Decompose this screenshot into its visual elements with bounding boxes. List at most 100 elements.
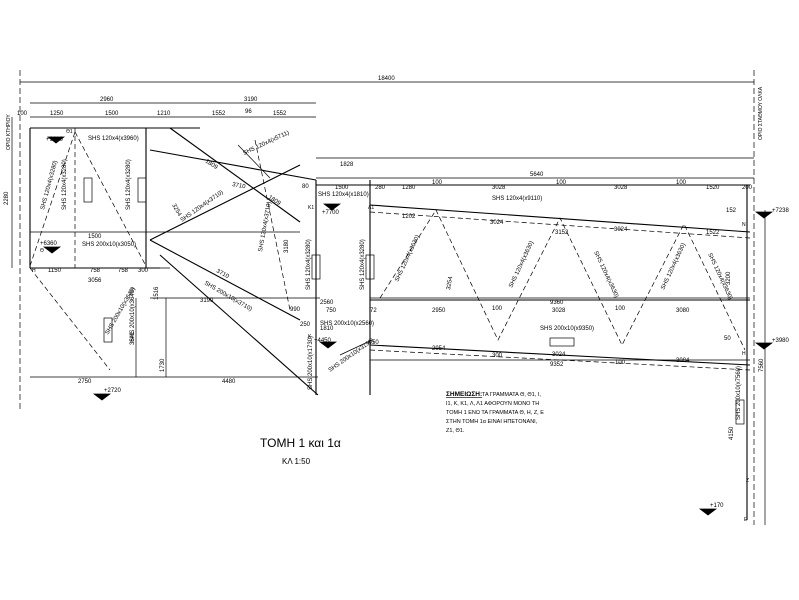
dim-2954: 2954 [432,346,446,352]
dim-1500-a: 1500 [105,111,119,117]
drawing-scale: ΚΛ 1:50 [282,457,311,466]
point-eta: Η [32,268,36,274]
dim-152: 152 [726,208,737,214]
dim-3024-b: 3024 [614,227,628,233]
level-7700: +7700 [322,210,340,216]
mid-diagonal [254,139,291,311]
dim-3180: 3180 [284,239,290,253]
dim-50-a: 50 [372,340,379,346]
dim-300-a: 300 [138,268,149,274]
dim-758-a: 758 [90,268,101,274]
dim-3190: 3190 [244,97,258,103]
section-label-13: SHS 120x4(x3280) [360,239,366,290]
dim-3024-a: 3024 [490,220,504,226]
dim-3254-b: 3254 [446,276,454,291]
sloped-roof [149,149,317,181]
section-label-15: SHS 200x10(x1730) [308,336,314,390]
section-label-2: SHS 120x4(x3280) [40,160,59,211]
section-label-21: SHS 120x4(x3630) [660,242,687,290]
dim-1810: 1810 [320,326,334,332]
cut-mark-2 [339,339,373,356]
dim-100-c: 100 [556,180,567,186]
note-line-3: ΤΟΜΗ 1 ΕΝΩ ΤΑ ΓΡΑΜΜΑΤΑ Θ, Η, Ζ, Ε [446,410,544,416]
dim-200-a: 200 [742,185,753,191]
note-line-5: Ζ1, Θ1. [446,428,465,434]
section-box-1 [83,177,93,203]
dim-3084: 3084 [676,358,690,364]
section-label-25: SHS 120x4(x3280) [126,159,132,210]
note-line-2: Ι1, Κ, Κ1, Λ, Λ1 ΑΦΟΡΟΥΝ ΜΟΝΟ ΤΗ [446,401,539,407]
dim-100-f: 100 [615,306,626,312]
section-label-10: SHS 200x10(x3710) [203,281,253,313]
section-box-7 [549,337,575,347]
left-diagonal-2 [74,131,147,267]
dim-3710-b: 3710 [215,268,230,280]
section-box-4 [311,254,321,280]
dim-72: 72 [370,308,377,314]
dim-1552-a: 1552 [212,111,226,117]
dim-3024-c: 3024 [552,352,566,358]
cut-mark-1 [237,144,271,179]
section-label-6: SHS 200x10(x3640) [130,288,136,342]
dim-4150: 4150 [729,426,735,440]
level-marker-1 [46,136,66,144]
point-h: Η [742,351,746,357]
dim-2950: 2950 [432,308,446,314]
dim-1522: 1522 [706,230,720,236]
dim-3056: 3056 [88,278,102,284]
dim-1516: 1516 [154,286,160,300]
right-bottom-chord [369,344,751,366]
dim-1202: 1202 [402,214,416,220]
dim-2960: 2960 [100,97,114,103]
dim-5640: 5640 [530,172,544,178]
section-label-9: SHS 120x4(x3710) [258,201,273,252]
level-7238: +7238 [772,208,790,214]
level-marker-3 [322,203,342,211]
note-heading: ΣΗΜΕΙΩΣΗ: [446,391,482,398]
section-label-14: SHS 200x10(x2560) [320,321,374,327]
dim-2750: 2750 [78,379,92,385]
level-9610: +9610 [46,137,64,143]
section-label-7: SHS 120x4(x5711) [242,130,290,157]
section-box-6 [735,399,745,425]
lower-sloped-chord [159,254,319,396]
note-line-4: ΣΤΗΝ ΤΟΜΗ 1α ΕΙΝΑΙ ΗΠΕΤΟΝΑΝΙ, [446,419,538,425]
point-l1: Λ1 [368,205,374,211]
point-l: Λ [368,340,372,346]
dim-3028-a: 3028 [492,185,506,191]
dim-1280: 1280 [402,185,416,191]
dim-80: 80 [302,184,309,190]
section-box-5 [365,254,375,280]
point-e: Ε [744,517,748,523]
dim-250: 250 [300,322,311,328]
section-label-12: SHS 120x4(x3280) [306,239,312,290]
dim-750: 750 [326,308,337,314]
level-2720: +2720 [104,388,122,394]
dim-3200: 3200 [726,271,732,285]
dim-3028-b: 3028 [614,185,628,191]
section-label-11: SHS 120x4(x1810) [318,192,369,198]
dim-100-b: 100 [432,180,443,186]
boundary-right-label: ΟΡΙΟ ΣΤΑΘΜΟΥ ΟΛΚΑ [758,86,764,140]
level-170: +170 [710,503,724,509]
level-marker-6 [754,342,774,350]
dim-100-e: 100 [492,306,503,312]
dim-3710-a: 3710 [232,182,247,190]
dim-100-g: 100 [615,360,626,366]
level-marker-2 [42,246,62,254]
dim-3641: 3641 [130,331,136,345]
dim-3152-a: 3152 [555,230,569,236]
dim-1500-b: 1500 [335,185,349,191]
level-marker-5 [318,341,338,349]
dim-1150: 1150 [48,268,62,274]
dim-1210: 1210 [157,111,171,117]
point-k1: Κ1 [308,205,314,211]
dim-50-b: 50 [724,336,731,342]
dim-300-b: 300 [492,353,503,359]
sloped-upper-chord [169,127,301,223]
dim-1828: 1828 [340,162,354,168]
dim-3254: 3254 [170,203,182,218]
point-theta1: Θ1 [66,129,73,135]
level-3980: +3980 [772,338,790,344]
point-k: Κ [308,334,312,340]
